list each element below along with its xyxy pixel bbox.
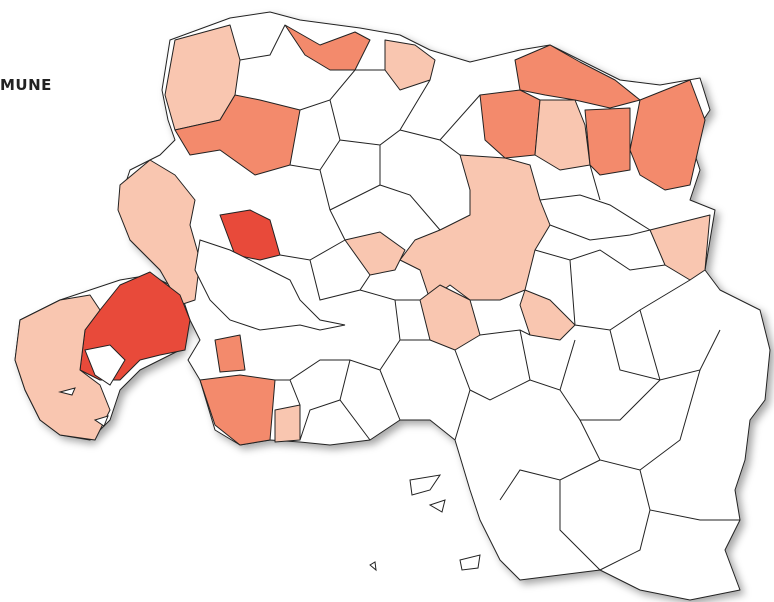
commune-borders: [239, 24, 740, 571]
region-n-1[interactable]: [284, 24, 371, 71]
region-sw-1[interactable]: [214, 334, 246, 373]
region-e-1[interactable]: [649, 214, 711, 281]
region-s-1: [274, 404, 301, 443]
region-w-1[interactable]: [117, 159, 201, 306]
region-nw-2[interactable]: [174, 94, 301, 176]
harbor-water: [84, 239, 346, 386]
region-sw-2[interactable]: [199, 374, 276, 446]
region-c-1[interactable]: [344, 231, 406, 276]
region-c-3: [519, 289, 576, 341]
region-ne-4[interactable]: [584, 107, 631, 176]
region-ne-1[interactable]: [514, 44, 641, 109]
islands: [58, 387, 481, 572]
map-title: MUNE: [0, 76, 52, 94]
region-center-big[interactable]: [399, 154, 551, 301]
region-peninsula[interactable]: [14, 294, 111, 441]
region-ne-5[interactable]: [629, 79, 706, 191]
